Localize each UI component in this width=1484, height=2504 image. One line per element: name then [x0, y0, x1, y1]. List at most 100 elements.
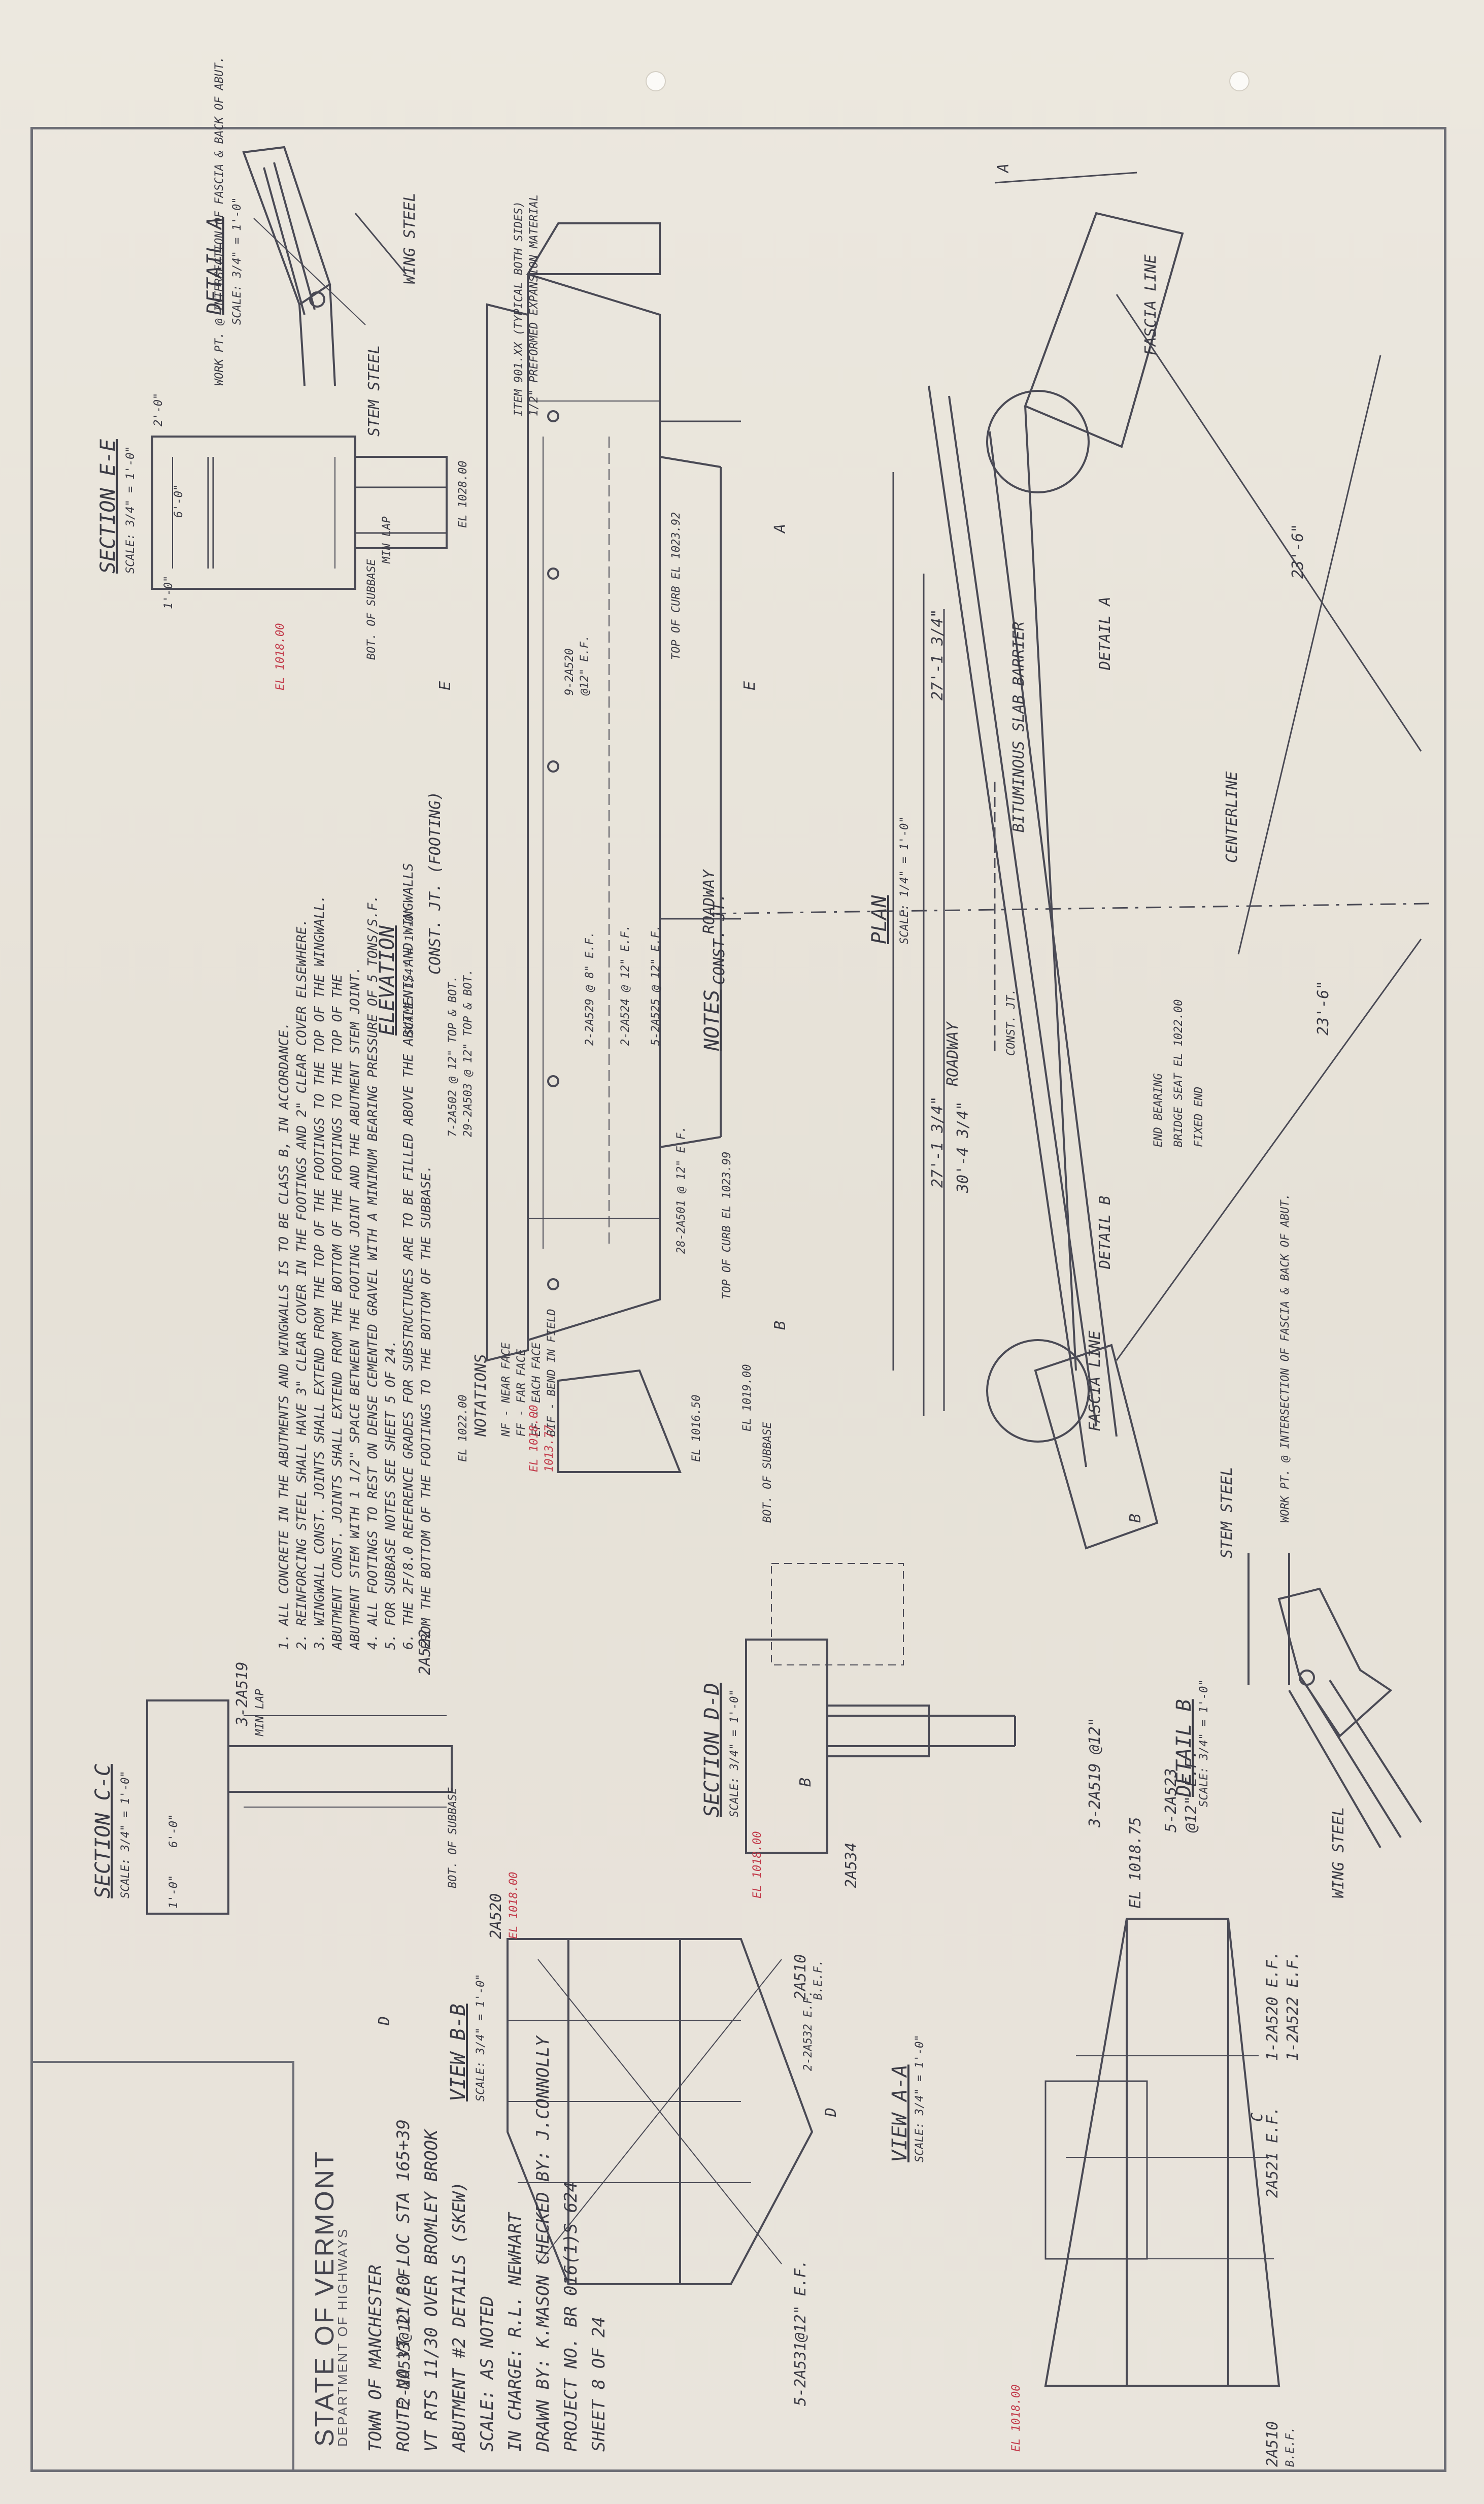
dim-23-6: 23'-6" — [1289, 523, 1307, 579]
marker-e-elev-2: E — [741, 681, 759, 690]
plan-const-jt: CONST. JT. — [1005, 988, 1018, 1056]
detail-b — [1247, 1553, 1422, 1849]
const-jt-footing: CONST. JT. (FOOTING) — [426, 791, 444, 975]
section-cc — [146, 1699, 453, 1915]
elev-red-label: EL 1018.00 — [528, 1405, 541, 1472]
bituminous-label: BITUMINOUS SLAB BARRIER — [1010, 621, 1028, 832]
centerline-label: CENTERLINE — [1223, 771, 1241, 863]
elev-red-label-2: 1013.77 — [543, 1425, 556, 1472]
dim-2-0: 2'-0" — [152, 392, 165, 426]
dd-bot-subbase: BOT. OF SUBBASE — [761, 1422, 774, 1523]
bar-9-2a520: 9-2A520 — [563, 648, 576, 695]
note-item: FROM THE BOTTOM OF THE FOOTINGS TO THE B… — [419, 1165, 434, 1650]
top-curb-label: TOP OF CURB EL 1023.92 — [670, 512, 683, 660]
sheet-border — [30, 127, 1446, 2472]
notation-item: BIF - BEND IN FIELD — [546, 1309, 558, 1437]
el-1018-label: EL 1018.75 — [1127, 1817, 1144, 1909]
dim-23-6-b: 23'-6" — [1314, 980, 1332, 1036]
bar-2a524: 2-2A524 @ 12" E.F. — [619, 924, 632, 1046]
title-block — [30, 2061, 294, 2472]
section-ee-title: SECTION E-E — [96, 439, 120, 574]
title-project: PROJECT NO. BR 016(1)S 624 — [561, 2181, 581, 2452]
bar-2a520-cc: 2A520 — [487, 1893, 505, 1939]
title-abutment: ABUTMENT #2 DETAILS (SKEW) — [449, 2181, 469, 2452]
wing-steel-label-b: WING STEEL — [1330, 1807, 1347, 1898]
notation-item: FF - FAR FACE — [515, 1349, 528, 1437]
work-pt-label: WORK PT. @ INTERSECTION OF FASCIA & BACK… — [213, 56, 226, 386]
detail-b-callout: DETAIL B — [1096, 1195, 1114, 1270]
marker-d-bb: D — [376, 2016, 393, 2025]
title-sheet: SHEET 8 OF 24 — [589, 2316, 609, 2452]
view-bb-title: VIEW B-B — [447, 2004, 470, 2101]
marker-c-aa: C — [1249, 2112, 1266, 2122]
view-aa-scale: SCALE: 3/4" = 1'-0" — [914, 2034, 926, 2162]
fascia-line-label: FASCIA LINE — [1142, 254, 1160, 355]
bar-3-2a519-cc: 3-2A519 — [233, 1661, 251, 1726]
bar-2a531-bb: 5-2A531@12" E.F. — [792, 2259, 810, 2406]
expansion-sub-label: ITEM 901.XX (TYPICAL BOTH SIDES) — [513, 201, 525, 416]
section-dd-title: SECTION D-D — [700, 1683, 724, 1817]
note-item: 1. ALL CONCRETE IN THE ABUTMENTS AND WIN… — [277, 1022, 292, 1650]
bar-2a510-aa-bef: B.E.F. — [1284, 2426, 1297, 2467]
aa-elev-red: EL 1018.00 — [1010, 2384, 1023, 2452]
marker-e-elev: E — [436, 681, 454, 690]
cc-min-lap: MIN LAP — [254, 1689, 266, 1736]
bar-5-2a523: 5-2A523 — [1162, 1768, 1180, 1832]
title-department: DEPARTMENT OF HIGHWAYS — [335, 2227, 350, 2447]
note-item: 4. ALL FOOTINGS TO REST ON DENSE CEMENTE… — [365, 894, 381, 1650]
section-dd-scale: SCALE: 3/4" = 1'-0" — [728, 1689, 741, 1817]
dim-27-b: 27'-1 3/4" — [929, 1096, 947, 1188]
work-pt-label-b: WORK PT. @ INTERSECTION OF FASCIA & BACK… — [1279, 1193, 1292, 1523]
ee-elev-red: EL 1018.00 — [274, 623, 287, 690]
dim-6-0: 6'-0" — [173, 484, 185, 518]
note-item: 6. THE 2F/8.0 REFERENCE GRADES FOR SUBST… — [401, 863, 416, 1650]
bb-elev-red: EL 1018.00 — [508, 1872, 520, 1939]
cc-dim-6-0: 6'-0" — [167, 1814, 180, 1848]
elevation-view — [486, 222, 741, 1473]
el-1019-label: EL 1019.00 — [741, 1364, 754, 1431]
notation-item: NF - NEAR FACE — [500, 1342, 513, 1437]
expansion-label: 1/2" PREFORMED EXPANSION MATERIAL — [528, 194, 541, 416]
bar-2a521-aa: 2A521 E.F. — [1264, 2106, 1281, 2198]
dim-1-0: 1'-0" — [162, 575, 175, 609]
note-item: 2. REINFORCING STEEL SHALL HAVE 3" CLEAR… — [294, 918, 310, 1650]
note-item: 3. WINGWALL CONST. JOINTS SHALL EXTEND F… — [312, 894, 327, 1650]
dim-27: 27'-1 3/4" — [929, 609, 947, 700]
wing-steel-label: WING STEEL — [401, 192, 419, 284]
detail-a-scale: SCALE: 3/4" = 1'-0" — [231, 197, 244, 325]
bar-2a510-aa: 2A510 — [1264, 2421, 1281, 2467]
bar-1-2a522-aa: 1-2A522 E.F. — [1284, 1951, 1302, 2061]
roadway-label: ROADWAY — [944, 1022, 962, 1086]
plan-title: PLAN — [868, 895, 891, 944]
bar-2a522-cc: 2A522 — [416, 1629, 434, 1675]
view-bb-scale: SCALE: 3/4" = 1'-0" — [475, 1974, 487, 2101]
bridge-seat-label: BRIDGE SEAT EL 1022.00 — [1172, 999, 1185, 1147]
section-cc-scale: SCALE: 3/4" = 1'-0" — [119, 1771, 132, 1898]
marker-b-plan-2: B — [1127, 1513, 1144, 1523]
marker-a-plan-top: A — [995, 163, 1013, 173]
view-aa — [1044, 1918, 1280, 2387]
plan-scale: SCALE: 1/4" = 1'-0" — [898, 816, 911, 944]
cc-dim-1-0: 1'-0" — [167, 1875, 180, 1909]
bar-7-2a502: 7-2A502 @ 12" TOP & BOT. — [447, 976, 459, 1137]
dim-30: 30'-4 3/4" — [954, 1101, 972, 1193]
bar-5-2a523-sp: @12" E.F. — [1183, 1750, 1200, 1832]
bar-3-2a519-sp: 3-2A519 @12" — [1086, 1717, 1104, 1827]
title-bridge: VT RTS 11/30 OVER BROMLEY BROOK — [421, 2129, 442, 2452]
punch-hole — [1229, 71, 1250, 91]
notes-heading: NOTES — [700, 989, 724, 1051]
view-aa-title: VIEW A-A — [888, 2064, 912, 2162]
notations-heading: NOTATIONS — [472, 1354, 490, 1437]
bar-29-2a503: 29-2A503 @ 12" TOP & BOT. — [462, 969, 475, 1137]
section-ee — [151, 436, 448, 590]
top-curb-label-2: TOP OF CURB EL 1023.99 — [721, 1151, 733, 1299]
section-dd — [745, 1563, 1016, 1854]
title-scale: SCALE: AS NOTED — [477, 2295, 497, 2452]
bar-9-2a520-sp: @12" E.F. — [579, 635, 591, 695]
el-1016-label: EL 1016.50 — [690, 1394, 703, 1462]
end-bearing-label: END BEARING — [1152, 1073, 1165, 1147]
note-item: ABUTMENT STEM WITH 1 1/2" SPACE BETWEEN … — [348, 966, 363, 1650]
bot-subbase-label: BOT. OF SUBBASE — [365, 559, 378, 660]
